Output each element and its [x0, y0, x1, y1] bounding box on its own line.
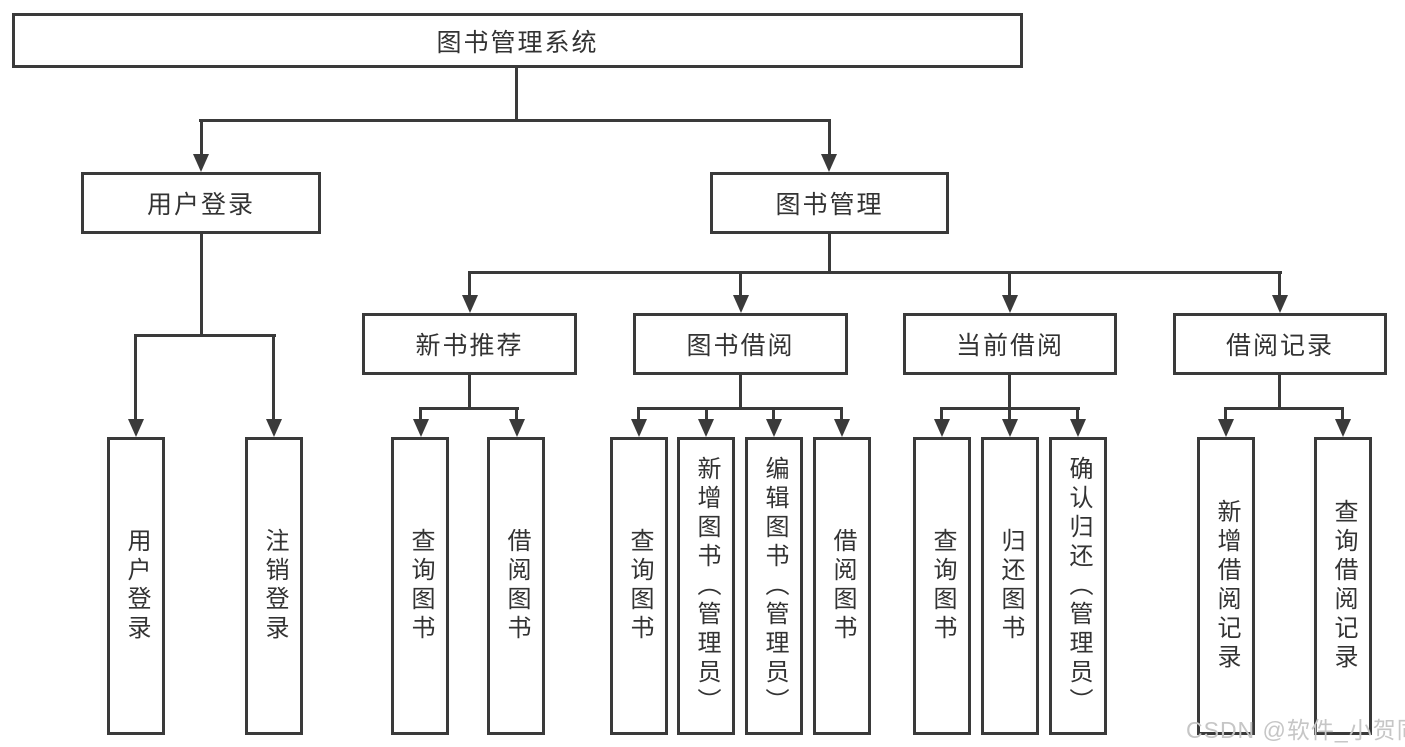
leaf-return-books: 归还图书 — [981, 437, 1039, 735]
leaf-label: 查询图书 — [626, 528, 653, 644]
arrow-down-icon — [821, 154, 837, 172]
node-label: 用户登录 — [146, 191, 255, 219]
leaf-label: 借阅图书 — [503, 528, 530, 644]
connector-line — [772, 407, 775, 421]
connector-line — [200, 233, 203, 336]
leaf-label: 注销登录 — [261, 528, 288, 644]
arrow-down-icon — [1272, 295, 1288, 313]
leaf-label: 用户登录 — [123, 528, 150, 644]
connector-line — [199, 119, 831, 122]
leaf-label: 编辑图书（管理员） — [761, 455, 788, 717]
node-borrow-records: 借阅记录 — [1173, 313, 1387, 375]
node-label: 图书借阅 — [686, 332, 795, 360]
node-label: 新书推荐 — [415, 332, 524, 360]
connector-line — [1341, 407, 1344, 421]
arrow-down-icon — [834, 419, 850, 437]
connector-line — [468, 271, 471, 296]
connector-line — [739, 271, 742, 296]
leaf-query-borrow-record: 查询借阅记录 — [1314, 437, 1372, 735]
leaf-edit-books-admin: 编辑图书（管理员） — [745, 437, 803, 735]
leaf-query-books-current: 查询图书 — [913, 437, 971, 735]
connector-line — [420, 407, 519, 410]
leaf-label: 新增图书（管理员） — [693, 455, 720, 717]
node-book-management: 图书管理 — [710, 172, 949, 234]
leaf-borrow-books: 借阅图书 — [813, 437, 871, 735]
connector-line — [828, 233, 831, 274]
arrow-down-icon — [1335, 419, 1351, 437]
node-current-borrow: 当前借阅 — [903, 313, 1117, 375]
leaf-label: 确认归还（管理员） — [1065, 455, 1092, 717]
leaf-label: 新增借阅记录 — [1213, 499, 1240, 673]
connector-line — [1278, 271, 1281, 296]
connector-line — [134, 334, 137, 419]
leaf-logout: 注销登录 — [245, 437, 303, 735]
connector-line — [739, 374, 742, 410]
leaf-add-borrow-record: 新增借阅记录 — [1197, 437, 1255, 735]
arrow-down-icon — [934, 419, 950, 437]
node-label: 当前借阅 — [955, 332, 1064, 360]
connector-line — [468, 271, 1282, 274]
arrow-down-icon — [766, 419, 782, 437]
leaf-confirm-return-admin: 确认归还（管理员） — [1049, 437, 1107, 735]
connector-line — [1008, 374, 1011, 410]
node-user-login: 用户登录 — [81, 172, 321, 234]
connector-line — [272, 334, 275, 419]
leaf-label: 查询图书 — [407, 528, 434, 644]
connector-line — [705, 407, 708, 421]
node-library-management-system: 图书管理系统 — [12, 13, 1023, 68]
arrow-down-icon — [733, 295, 749, 313]
connector-line — [828, 119, 831, 156]
arrow-down-icon — [509, 419, 525, 437]
arrow-down-icon — [631, 419, 647, 437]
connector-line — [1224, 407, 1227, 421]
connector-line — [1008, 271, 1011, 296]
node-label: 借阅记录 — [1225, 332, 1334, 360]
connector-line — [419, 407, 422, 421]
leaf-user-login: 用户登录 — [107, 437, 165, 735]
node-label: 图书管理 — [775, 191, 884, 219]
connector-line — [637, 407, 640, 421]
arrow-down-icon — [193, 154, 209, 172]
node-book-borrow: 图书借阅 — [633, 313, 848, 375]
leaf-label: 查询借阅记录 — [1330, 499, 1357, 673]
arrow-down-icon — [128, 419, 144, 437]
leaf-label: 借阅图书 — [829, 528, 856, 644]
arrow-down-icon — [698, 419, 714, 437]
connector-line — [638, 407, 843, 410]
leaf-add-books-admin: 新增图书（管理员） — [677, 437, 735, 735]
connector-line — [940, 407, 943, 421]
connector-line — [1008, 407, 1011, 421]
arrow-down-icon — [266, 419, 282, 437]
arrow-down-icon — [1070, 419, 1086, 437]
connector-line — [515, 68, 518, 121]
connector-line — [134, 334, 276, 337]
connector-line — [1278, 374, 1281, 410]
connector-line — [840, 407, 843, 421]
leaf-query-books-borrow: 查询图书 — [610, 437, 668, 735]
arrow-down-icon — [413, 419, 429, 437]
arrow-down-icon — [1218, 419, 1234, 437]
connector-line — [1225, 407, 1344, 410]
arrow-down-icon — [1002, 295, 1018, 313]
node-new-book-recommend: 新书推荐 — [362, 313, 577, 375]
leaf-label: 查询图书 — [929, 528, 956, 644]
connector-line — [200, 119, 203, 156]
arrow-down-icon — [462, 295, 478, 313]
leaf-borrow-books-recommend: 借阅图书 — [487, 437, 545, 735]
leaf-query-books-recommend: 查询图书 — [391, 437, 449, 735]
node-label: 图书管理系统 — [436, 28, 599, 57]
leaf-label: 归还图书 — [997, 528, 1024, 644]
connector-line — [1076, 407, 1079, 421]
arrow-down-icon — [1002, 419, 1018, 437]
connector-line — [515, 407, 518, 421]
connector-line — [468, 374, 471, 410]
csdn-watermark: CSDN @软件_小贺同学 — [1186, 717, 1405, 743]
